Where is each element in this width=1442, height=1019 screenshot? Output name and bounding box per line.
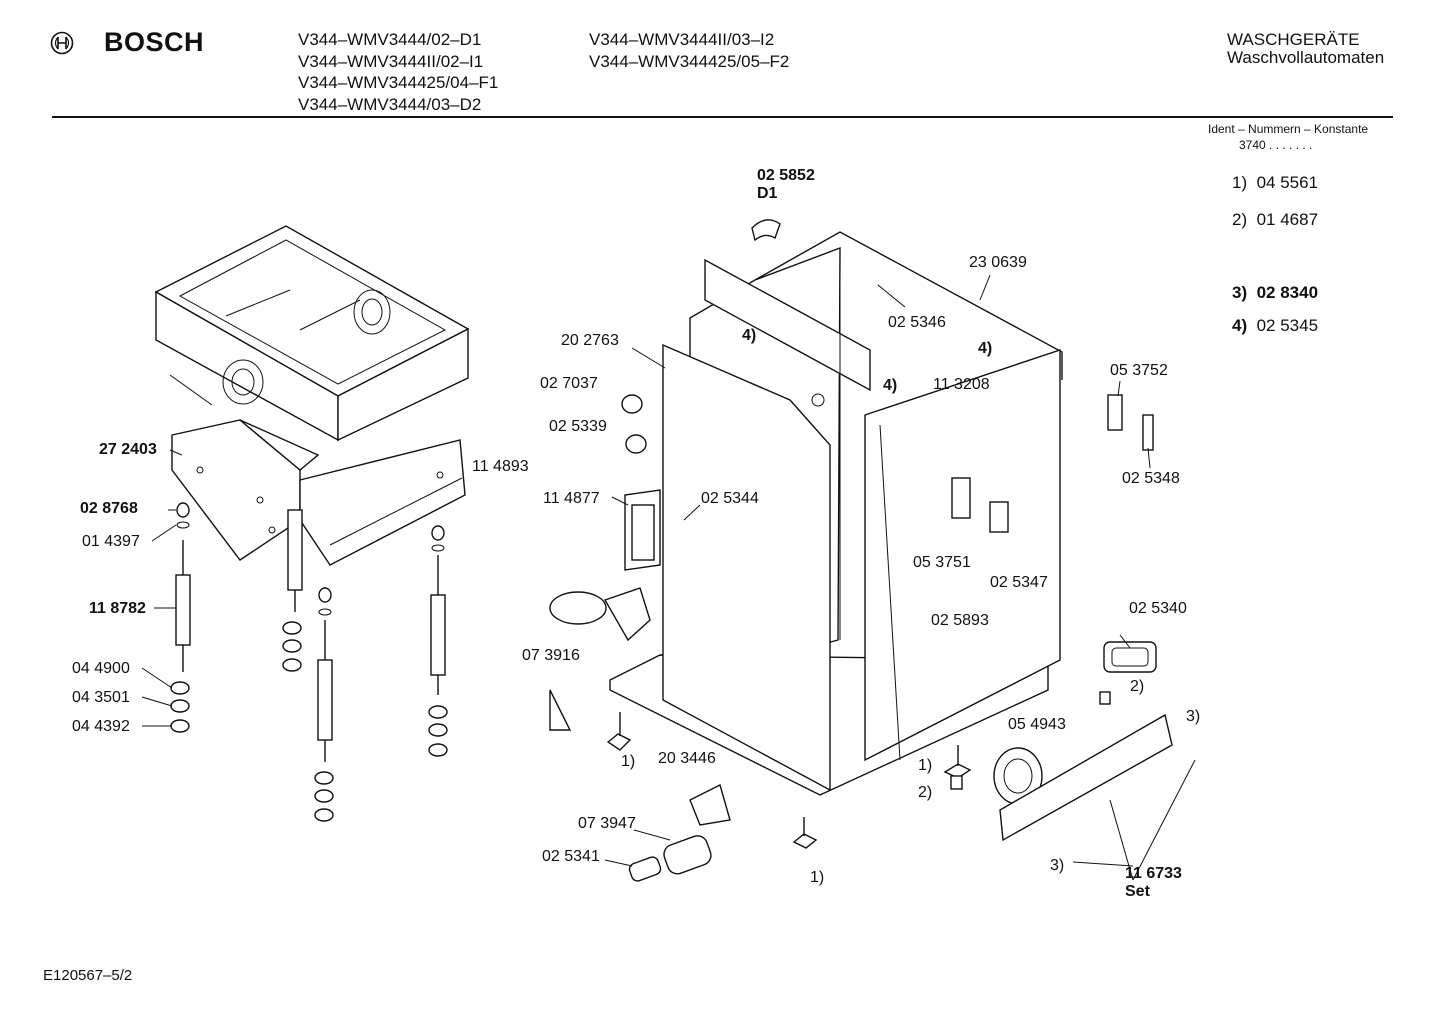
part-ref: 1) (918, 757, 933, 774)
leader-lines (141, 274, 1196, 881)
part-label: 02 5348 (1122, 470, 1180, 487)
filter-part (628, 835, 712, 882)
part-ref: 3) (1050, 857, 1065, 874)
top-tray-assembly (154, 225, 470, 442)
model-item: V344–WMV3444II/02–I1 (298, 51, 484, 71)
model-item: V344–WMV344425/04–F1 (298, 73, 499, 92)
legend-item: 2) 01 4687 (1232, 210, 1318, 230)
part-label: 02 5893 (931, 612, 989, 629)
part-label: 02 8768 (80, 500, 138, 517)
part-label: 02 5339 (549, 418, 607, 435)
part-ref: 4) (742, 327, 757, 344)
shock-absorber (170, 502, 191, 733)
part-label: 04 4392 (72, 718, 130, 735)
part-label: 11 6733 (1125, 865, 1182, 882)
model-item: V344–WMV3444/03–D2 (298, 94, 482, 114)
model-list-col1: V344–WMV3444/02–D1 V344–WMV3444II/02–I1 … (298, 29, 498, 115)
part-ref: 1) (621, 753, 636, 770)
pump-part (549, 587, 651, 642)
part-label: D1 (757, 185, 778, 202)
part-label: 05 3751 (913, 554, 971, 571)
part-label: 02 7037 (540, 375, 598, 392)
part-label: 20 3446 (658, 750, 716, 767)
shock-absorber (428, 525, 448, 757)
shock-absorber (282, 509, 303, 672)
part-label: 05 3752 (1110, 362, 1168, 379)
drawing-code: E120567–5/2 (43, 967, 133, 984)
mounting-bracket (171, 419, 466, 566)
clip-part (751, 219, 781, 242)
part-label: 11 3208 (933, 376, 990, 393)
part-ref: 4) (978, 340, 993, 357)
part-ref: 4) (883, 377, 898, 394)
part-label: 02 5344 (701, 490, 759, 507)
part-label: 11 8782 (89, 600, 146, 617)
kick-panel (999, 713, 1173, 842)
model-item: V344–WMV344425/05–F2 (589, 51, 790, 71)
part-label: 27 2403 (99, 441, 157, 458)
part-label: 02 5346 (888, 314, 946, 331)
ring-part (993, 747, 1043, 805)
part-label: 04 3501 (72, 689, 130, 706)
legend-key: 2) (1232, 210, 1248, 229)
part-label: 11 4893 (472, 458, 529, 475)
legend-item: 1) 04 5561 (1232, 173, 1318, 193)
bracket-part (549, 689, 731, 826)
part-ref: 2) (1130, 678, 1145, 695)
part-label: 02 5340 (1129, 600, 1187, 617)
part-label: 01 4397 (82, 533, 140, 550)
legend-value: 01 4687 (1256, 210, 1319, 229)
part-ref: 3) (1186, 708, 1201, 725)
hinge-part (951, 394, 1154, 533)
ident-value: 3740 . . . . . . . (1239, 138, 1313, 152)
part-label: 02 5341 (542, 848, 600, 865)
model-list-col2: V344–WMV3444II/03–I2 V344–WMV344425/05–F… (589, 29, 789, 72)
legend-value: 02 5345 (1256, 316, 1319, 335)
legend-item: 4) 02 5345 (1232, 316, 1318, 336)
legend-key: 1) (1232, 173, 1248, 192)
model-item: V344–WMV3444II/03–I2 (589, 30, 775, 49)
legend-key: 4) (1232, 316, 1248, 335)
category-subtitle: Waschvollautomaten (1227, 48, 1385, 67)
part-label: 23 0639 (969, 254, 1027, 271)
legend-value: 02 8340 (1256, 283, 1319, 302)
part-ref: 1) (810, 869, 825, 886)
cabinet-frame (609, 231, 1063, 796)
part-label: 02 5852 (757, 167, 815, 184)
part-label: 20 2763 (561, 332, 619, 349)
bosch-logo-icon (50, 31, 74, 60)
header-divider (52, 116, 1393, 118)
legend-item: 3) 02 8340 (1232, 283, 1318, 303)
part-label: 07 3916 (522, 647, 580, 664)
part-label: 04 4900 (72, 660, 130, 677)
legend-value: 04 5561 (1256, 173, 1319, 192)
part-label: 05 4943 (1008, 716, 1066, 733)
model-item: V344–WMV3444/02–D1 (298, 30, 482, 49)
part-label: 02 5347 (990, 574, 1048, 591)
brand-name: BOSCH (104, 27, 205, 57)
shock-absorber (314, 587, 334, 822)
category-title: WASCHGERÄTE (1227, 30, 1360, 49)
part-label: 11 4877 (543, 490, 600, 507)
part-label: Set (1125, 883, 1150, 900)
ident-label: Ident – Nummern – Konstante (1208, 122, 1369, 136)
grommet-part (621, 394, 647, 454)
foot-part (606, 691, 1111, 849)
handle-part (1103, 641, 1157, 673)
legend-key: 3) (1232, 283, 1248, 302)
part-ref: 2) (918, 784, 933, 801)
part-label: 07 3947 (578, 815, 636, 832)
